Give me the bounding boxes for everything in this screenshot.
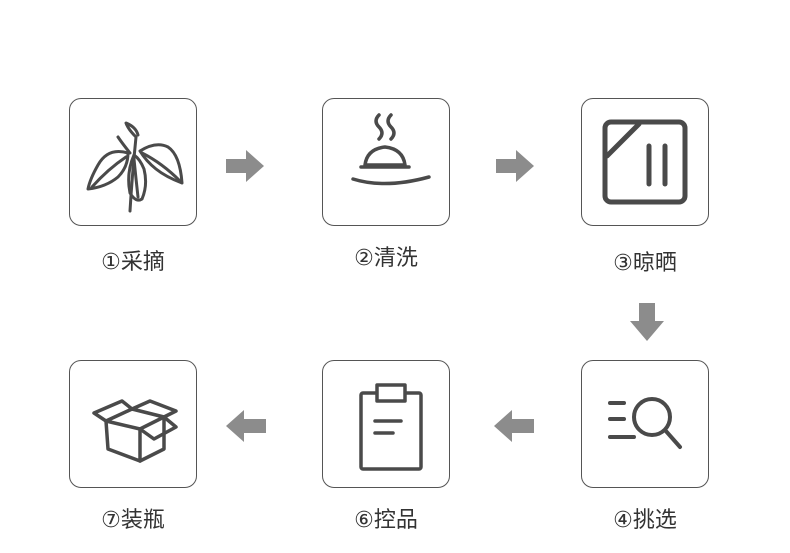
arrow-right-icon <box>226 150 264 182</box>
search-list-icon <box>608 397 682 449</box>
box-icon <box>92 399 178 463</box>
arrow-left-icon <box>226 410 266 442</box>
arrow-down-icon <box>630 303 664 341</box>
step-picking-box <box>69 98 197 226</box>
clipboard-icon <box>359 383 423 471</box>
window-icon <box>602 119 688 205</box>
step-washing-box <box>322 98 450 226</box>
arrow-left-icon <box>494 410 534 442</box>
step-drying-label: ③晾晒 <box>613 251 677 276</box>
step-picking-label: ①采摘 <box>101 250 165 275</box>
step-quality-label: ⑥控品 <box>354 508 418 533</box>
step-drying-box <box>581 98 709 226</box>
arrow-right-icon <box>496 150 534 182</box>
step-bottling-box <box>69 360 197 488</box>
step-washing-label: ②清洗 <box>354 246 418 271</box>
step-quality-box <box>322 360 450 488</box>
step-bottling-label: ⑦装瓶 <box>101 508 165 533</box>
leaf-icon <box>86 121 184 213</box>
step-sorting-box <box>581 360 709 488</box>
steaming-dish-icon <box>351 113 431 186</box>
step-sorting-label: ④挑选 <box>613 508 677 533</box>
